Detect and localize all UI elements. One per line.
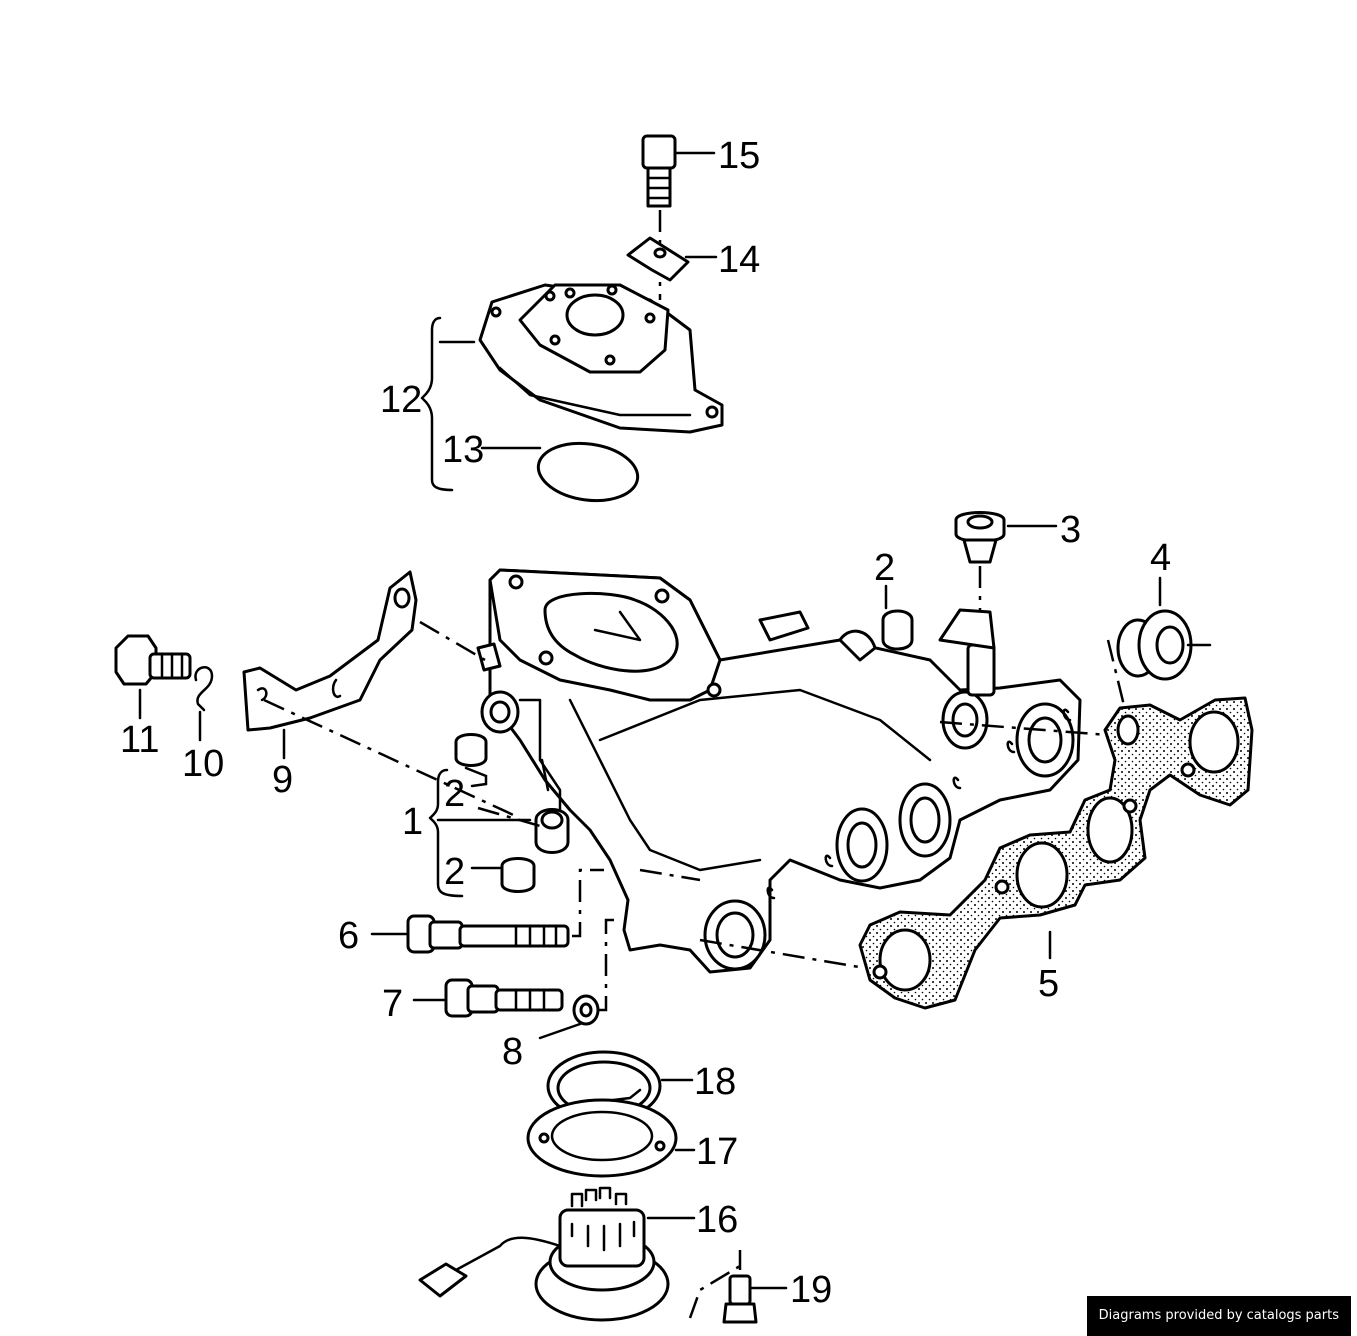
part-5-gasket bbox=[858, 696, 1254, 1010]
callout-3: 3 bbox=[1060, 509, 1081, 551]
callout-labels: 15 14 12 13 3 4 2 11 10 9 2 1 2 6 5 7 8 … bbox=[120, 135, 1171, 1311]
callout-13: 13 bbox=[442, 429, 484, 471]
part-1-manifold bbox=[428, 568, 1109, 974]
callout-7: 7 bbox=[382, 983, 403, 1025]
credit-banner: Diagrams provided by catalogs parts bbox=[1086, 1296, 1351, 1336]
part-6-stud bbox=[370, 868, 604, 954]
part-16-connector bbox=[418, 1186, 696, 1322]
part-7-bolt bbox=[412, 978, 564, 1018]
callout-4: 4 bbox=[1150, 537, 1171, 579]
callout-2a: 2 bbox=[874, 547, 895, 589]
part-17-seal bbox=[526, 1098, 696, 1178]
part-8-washer bbox=[538, 918, 622, 1040]
part-4-sender bbox=[1106, 576, 1212, 731]
callout-5: 5 bbox=[1038, 963, 1059, 1005]
callout-2b: 2 bbox=[444, 773, 465, 815]
callout-16: 16 bbox=[696, 1199, 738, 1241]
part-12-housing bbox=[420, 283, 724, 492]
callout-10: 10 bbox=[182, 743, 224, 785]
part-15-bolt bbox=[641, 134, 716, 300]
callout-11: 11 bbox=[120, 719, 159, 761]
callout-18: 18 bbox=[694, 1061, 736, 1103]
callout-6: 6 bbox=[338, 915, 359, 957]
part-11-bolt bbox=[114, 634, 192, 720]
part-19-bolt bbox=[688, 1250, 788, 1324]
part-2-plugs bbox=[454, 584, 914, 893]
callout-8: 8 bbox=[502, 1031, 523, 1073]
callout-9: 9 bbox=[272, 759, 293, 801]
callout-15: 15 bbox=[718, 135, 760, 177]
callout-2c: 2 bbox=[444, 851, 465, 893]
part-13-oring bbox=[480, 441, 640, 503]
callout-1: 1 bbox=[402, 801, 423, 843]
part-10-washer bbox=[194, 666, 214, 742]
part-9-bracket bbox=[242, 570, 521, 820]
part-14-clip bbox=[626, 236, 718, 282]
callout-17: 17 bbox=[696, 1131, 738, 1173]
callout-19: 19 bbox=[790, 1269, 832, 1311]
callout-14: 14 bbox=[718, 239, 760, 281]
callout-12: 12 bbox=[380, 379, 422, 421]
